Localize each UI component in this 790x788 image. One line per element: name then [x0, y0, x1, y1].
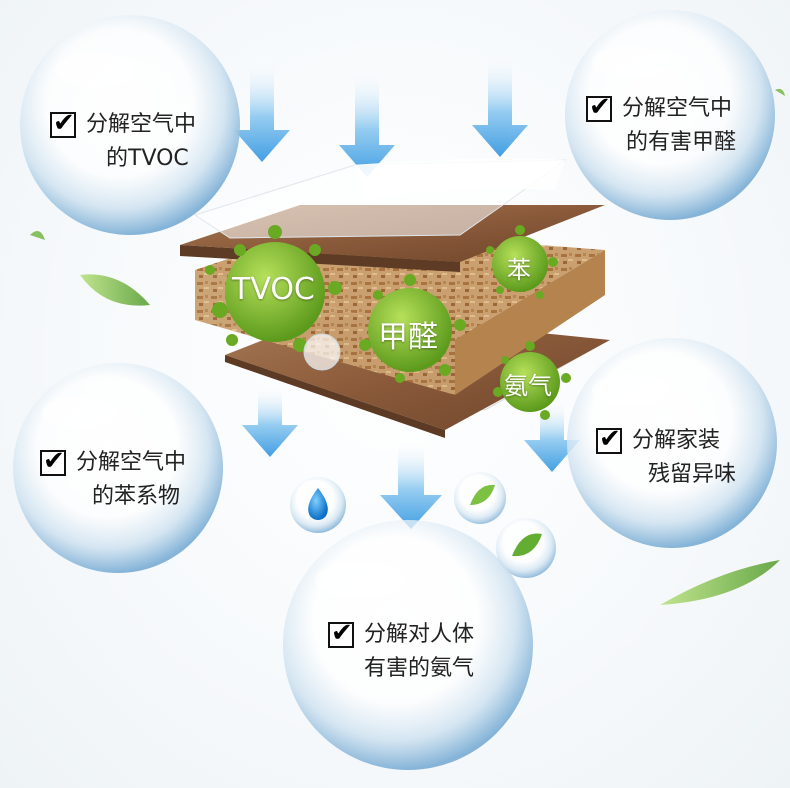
bubble-odor-line2: 残留异味 — [648, 462, 737, 487]
bubble-ammonia-line1: 分解对人体 — [364, 622, 475, 647]
leaf-bubble-icon — [454, 472, 556, 578]
leaf-icon — [30, 88, 785, 605]
checkbox-checked-icon — [40, 444, 66, 478]
checkbox-checked-icon — [586, 90, 612, 124]
checkbox-checked-icon — [328, 616, 354, 650]
small-tvoc-bubble-icon — [303, 333, 341, 371]
bubble-formaldehyde-line1: 分解空气中 — [622, 96, 733, 121]
germ-ammonia-icon — [493, 341, 571, 420]
bubble-benzene: 分解空气中 的苯系物 — [40, 444, 187, 514]
germ-tvoc-icon — [205, 225, 342, 352]
bubble-benzene-line2: 的苯系物 — [92, 484, 181, 509]
germ-benzene-icon — [486, 225, 558, 299]
down-arrow-icon — [234, 55, 580, 529]
germ-ammonia-label: 氨气 — [504, 372, 552, 400]
bubble-formaldehyde: 分解空气中 的有害甲醛 — [586, 90, 737, 160]
bubble-odor-line1: 分解家装 — [632, 428, 721, 453]
germ-tvoc-label: TVOC — [232, 272, 315, 307]
germ-formaldehyde-icon — [359, 274, 466, 383]
bubble-ammonia-line2: 有害的氨气 — [364, 656, 475, 681]
bubble-ammonia: 分解对人体 有害的氨气 — [328, 616, 475, 686]
bubble-formaldehyde-line2: 的有害甲醛 — [626, 130, 737, 155]
checkbox-checked-icon — [50, 106, 76, 140]
checkbox-checked-icon — [596, 422, 622, 456]
bubble-tvoc-line2: 的TVOC — [106, 146, 189, 171]
water-drop-icon — [290, 477, 346, 533]
germ-formaldehyde-label: 甲醛 — [378, 320, 438, 355]
bubble-tvoc-line1: 分解空气中 — [86, 112, 197, 137]
bubble-tvoc: 分解空气中 的TVOC — [50, 106, 197, 176]
bubble-benzene-line1: 分解空气中 — [76, 450, 187, 475]
bubble-graphics — [13, 10, 777, 770]
germ-benzene-label: 苯 — [507, 256, 531, 284]
bubble-odor: 分解家装 残留异味 — [596, 422, 737, 492]
